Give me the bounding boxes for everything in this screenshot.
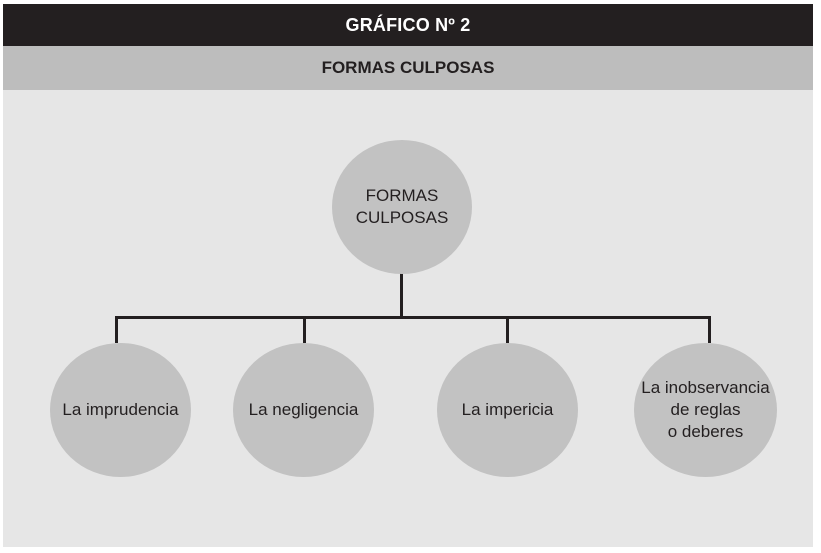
horizontal-bus-connector xyxy=(115,316,711,319)
child-node-impericia: La impericia xyxy=(437,343,578,477)
figure-title-bar: GRÁFICO Nº 2 xyxy=(3,4,813,46)
figure-subtitle-bar: FORMAS CULPOSAS xyxy=(3,46,813,90)
root-node-formas-culposas: FORMAS CULPOSAS xyxy=(332,140,472,274)
figure-subtitle: FORMAS CULPOSAS xyxy=(321,58,495,77)
figure-frame: GRÁFICO Nº 2 FORMAS CULPOSAS FORMAS CULP… xyxy=(3,4,813,547)
child-node-inobservancia: La inobservancia de reglas o deberes xyxy=(634,343,777,477)
child-node-label: La negligencia xyxy=(248,400,359,420)
root-node-label: FORMAS CULPOSAS xyxy=(355,186,449,227)
child-node-negligencia: La negligencia xyxy=(233,343,374,477)
child-node-label: La imprudencia xyxy=(62,400,179,420)
child-connector-1 xyxy=(115,316,118,343)
child-node-imprudencia: La imprudencia xyxy=(50,343,191,477)
figure-title: GRÁFICO Nº 2 xyxy=(345,14,471,35)
child-connector-4 xyxy=(708,316,711,343)
child-node-label: La inobservancia de reglas o deberes xyxy=(641,378,770,441)
child-connector-2 xyxy=(303,316,306,343)
child-connector-3 xyxy=(506,316,509,343)
diagram-canvas: FORMAS CULPOSAS La imprudencia La neglig… xyxy=(3,90,813,547)
root-stem-connector xyxy=(400,272,403,316)
child-node-label: La impericia xyxy=(461,400,554,420)
